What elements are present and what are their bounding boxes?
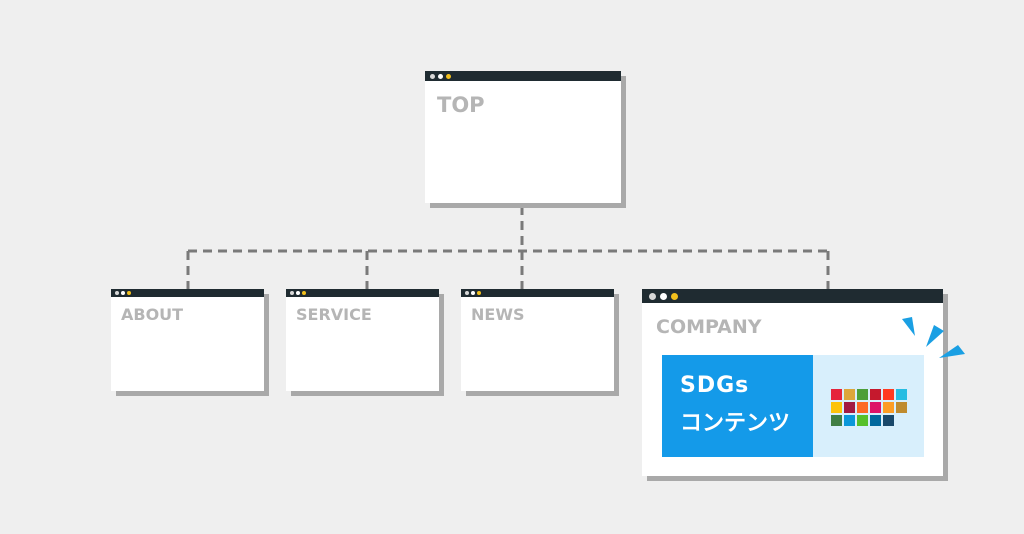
sdgs-goal-tile (831, 415, 842, 426)
sdgs-goal-tile (883, 389, 894, 400)
top-page-window: TOP (425, 71, 626, 208)
sdgs-goal-tile (831, 389, 842, 400)
service-page-label: SERVICE (296, 305, 372, 324)
window-dot-icon (471, 291, 475, 295)
window-dot-icon (660, 292, 667, 300)
sdgs-goal-tile (857, 402, 868, 413)
window-titlebar (425, 71, 621, 81)
sdgs-goal-tile (883, 402, 894, 413)
window-titlebar (642, 289, 943, 303)
window-titlebar (111, 289, 264, 297)
top-page-label: TOP (437, 93, 485, 117)
company-page-label: COMPANY (656, 316, 762, 338)
window-dot-icon (446, 73, 451, 79)
sdgs-goal-tile (870, 402, 881, 413)
sdgs-goal-tile (857, 389, 868, 400)
sdgs-goal-tile (831, 402, 842, 413)
news-page-window: NEWS (461, 289, 619, 396)
window-dot-icon (290, 291, 294, 295)
window-dot-icon (465, 291, 469, 295)
window-dot-icon (127, 291, 131, 295)
window-dot-icon (430, 73, 435, 79)
sdgs-goal-tile (896, 402, 907, 413)
sdgs-content-card: SDGs コンテンツ (662, 355, 924, 457)
window-dot-icon (115, 291, 119, 295)
window-dot-icon (649, 292, 656, 300)
sparkle-icon (902, 317, 965, 358)
news-page-label: NEWS (471, 305, 525, 324)
window-dot-icon (296, 291, 300, 295)
about-page-window: ABOUT (111, 289, 269, 396)
about-page-label: ABOUT (121, 305, 184, 324)
window-titlebar (461, 289, 614, 297)
window-titlebar (286, 289, 439, 297)
sdgs-subtitle: コンテンツ (680, 411, 791, 436)
window-dot-icon (477, 291, 481, 295)
sdgs-goal-grid-icon (831, 389, 907, 426)
sdgs-goal-tile (896, 389, 907, 400)
sdgs-logo-panel (813, 355, 924, 457)
window-dot-icon (671, 292, 678, 300)
service-page-window: SERVICE (286, 289, 444, 396)
sdgs-goal-tile (870, 415, 881, 426)
sdgs-title: SDGs (680, 373, 750, 398)
sdgs-goal-tile (883, 415, 894, 426)
window-dot-icon (438, 73, 443, 79)
sdgs-goal-tile (844, 389, 855, 400)
sdgs-goal-tile (844, 415, 855, 426)
window-dot-icon (121, 291, 125, 295)
window-dot-icon (302, 291, 306, 295)
sdgs-goal-tile (844, 402, 855, 413)
sdgs-text-panel: SDGs コンテンツ (662, 355, 813, 457)
sdgs-goal-tile (870, 389, 881, 400)
sdgs-goal-tile (857, 415, 868, 426)
